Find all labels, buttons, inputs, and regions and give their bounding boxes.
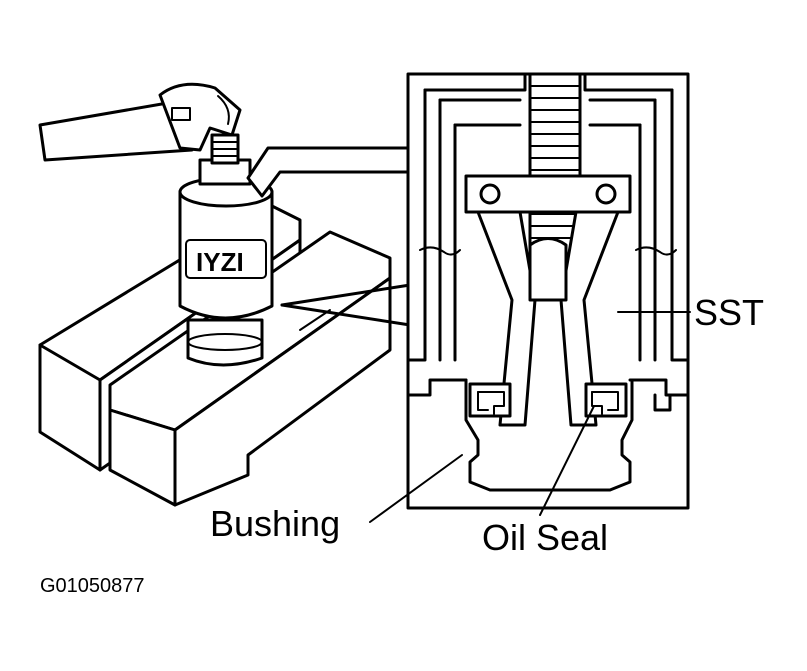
bushing-leader-line	[369, 454, 463, 523]
oil-seal-left	[468, 382, 512, 418]
label-bushing: Bushing	[210, 503, 340, 544]
bushing-marking: IYZI	[196, 247, 244, 277]
oil-seal-leader-line	[539, 405, 595, 516]
label-oil-seal: Oil Seal	[482, 517, 608, 558]
label-sst: SST	[694, 292, 764, 333]
detail-view	[406, 72, 690, 510]
callout-pointer	[280, 283, 412, 327]
screw-threads	[529, 85, 581, 239]
bushing-assembly: IYZI	[178, 133, 274, 367]
figure-code: G01050877	[40, 575, 145, 597]
adjustable-wrench	[38, 82, 242, 162]
